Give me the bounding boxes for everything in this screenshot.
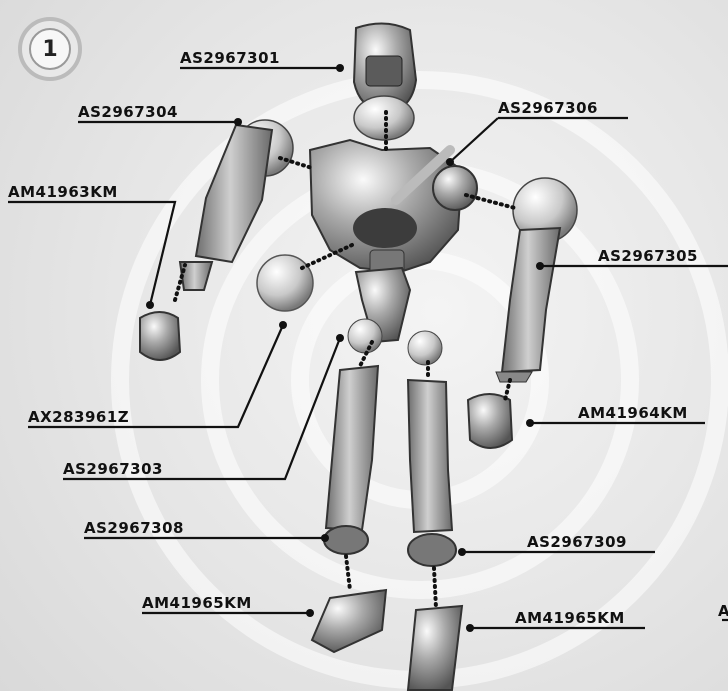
label-ball-joint: AX283961Z (28, 408, 129, 426)
label-right-leg: AS2967309 (527, 533, 627, 551)
label-left-arm-upper: AS2967304 (78, 103, 178, 121)
label-right-foot: AM41965KM (515, 609, 625, 627)
robot-hip (348, 268, 442, 365)
step-badge: 1 (15, 16, 85, 82)
label-left-leg: AS2967308 (84, 519, 184, 537)
label-head: AS2967301 (180, 49, 280, 67)
robot-left-leg (312, 366, 386, 652)
label-left-foot: AM41965KM (142, 594, 252, 612)
robot-right-leg (408, 380, 462, 690)
label-left-hand: AM41963KM (8, 183, 118, 201)
label-torso-joint: AS2967306 (498, 99, 598, 117)
label-right-hand: AM41964KM (578, 404, 688, 422)
robot-right-arm (468, 178, 577, 448)
loose-ball-joint (257, 255, 313, 311)
label-hip: AS2967303 (63, 460, 163, 478)
label-offscreen: A (718, 602, 728, 620)
step-number: 1 (15, 16, 85, 82)
label-right-arm: AS2967305 (598, 247, 698, 265)
